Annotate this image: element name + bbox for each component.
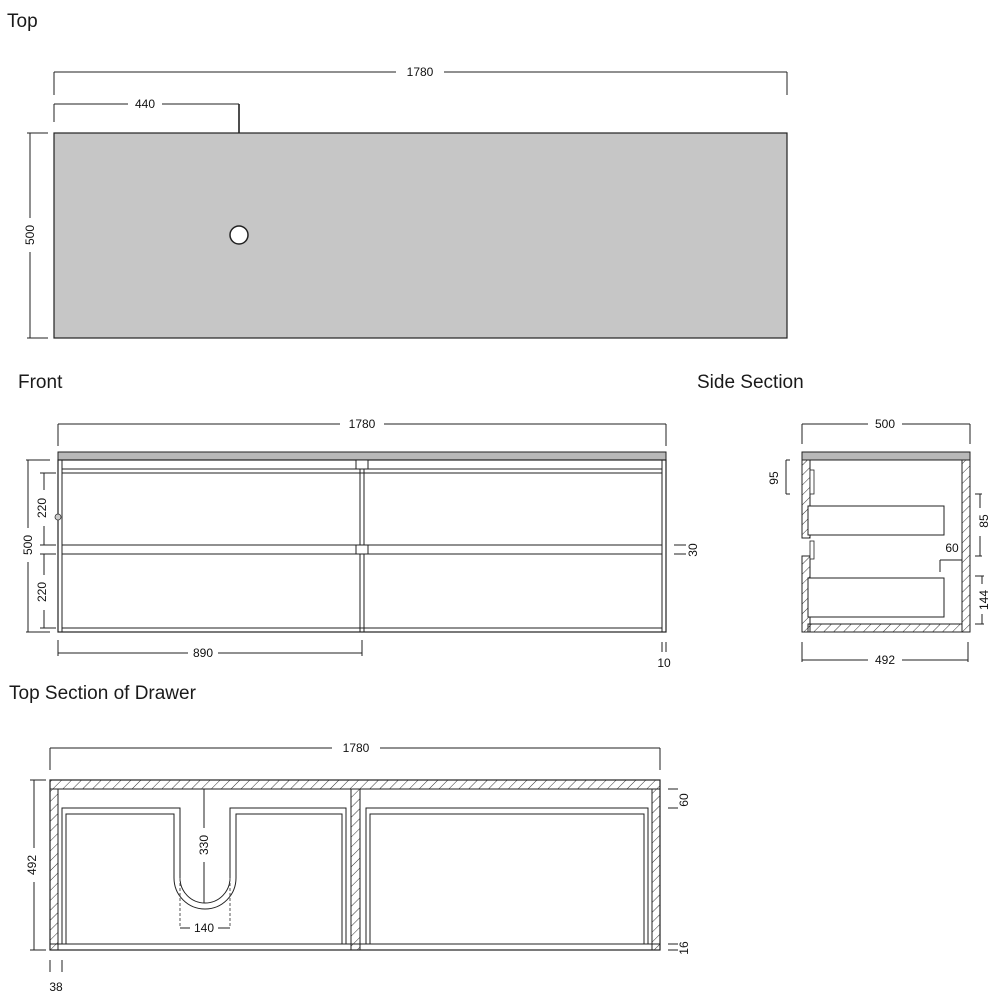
side-depth-dimension: 500 [801, 417, 971, 444]
side-countertop [801, 451, 971, 461]
side-upper-drawer [807, 505, 945, 536]
side-lower-height-label: 144 [977, 590, 991, 610]
front-half-width-label: 890 [193, 646, 213, 660]
front-hinge-marker [54, 513, 62, 521]
drawer-front-label: 16 [677, 941, 691, 955]
top-depth-label: 500 [23, 225, 37, 245]
front-side-label: 10 [657, 656, 671, 670]
front-lower-clip [355, 544, 369, 555]
countertop-slab [53, 132, 788, 339]
drawer-side-dimension: 38 [49, 960, 63, 994]
front-width-label: 1780 [349, 417, 376, 431]
side-depth-label: 500 [875, 417, 895, 431]
side-inner-depth-dimension: 492 [801, 642, 969, 667]
top-depth-dimension: 500 [23, 132, 48, 339]
drawer-back-label: 60 [677, 793, 691, 807]
drawer-front-dimension: 16 [668, 941, 691, 955]
top-tap-offset-label: 440 [135, 97, 155, 111]
drawer-width-label: 1780 [343, 741, 370, 755]
front-upper-clip [355, 459, 369, 470]
front-lower-drawer-label: 220 [35, 582, 49, 602]
top-width-label: 1780 [407, 65, 434, 79]
side-top-rail-label: 95 [767, 471, 781, 485]
drawer-back-panel [49, 779, 661, 790]
front-gap-dimension: 30 [674, 543, 700, 557]
drawer-divider [350, 788, 361, 951]
front-half-width-dimension: 890 [57, 640, 363, 660]
front-view: Front 1780 500 [18, 372, 700, 670]
side-top-rail-dimension: 95 [767, 459, 790, 495]
top-width-dimension: 1780 [53, 65, 788, 95]
drawer-left-box [61, 807, 347, 945]
drawer-right-box [365, 807, 649, 945]
side-section-title: Side Section [697, 372, 804, 393]
drawer-section-view: Top Section of Drawer 1780 330 140 [9, 683, 691, 994]
drawer-cutout-depth-label: 330 [197, 835, 211, 855]
front-view-title: Front [18, 372, 63, 393]
side-lower-height-dimension: 144 [975, 575, 991, 625]
drawer-back-dimension: 60 [668, 788, 691, 809]
front-height-label: 500 [21, 535, 35, 555]
drawer-depth-dimension: 492 [25, 779, 46, 951]
side-bottom-panel [807, 623, 963, 633]
front-countertop [57, 451, 667, 461]
drawer-width-dimension: 1780 [49, 741, 661, 770]
side-drawer-gap-label: 85 [977, 514, 991, 528]
drawer-right-side [651, 788, 661, 951]
top-view: Top 1780 440 500 [7, 11, 788, 339]
drawer-depth-label: 492 [25, 855, 39, 875]
drawer-side-label: 38 [49, 980, 63, 994]
side-back-step-dimension: 60 [939, 541, 962, 572]
side-lower-drawer [807, 577, 945, 618]
drawer-cutout-width-label: 140 [194, 921, 214, 935]
front-side-dimension: 10 [657, 642, 671, 670]
drawer-left-side [49, 788, 59, 951]
front-gap-label: 30 [686, 543, 700, 557]
drawer-section-title: Top Section of Drawer [9, 683, 197, 704]
front-width-dimension: 1780 [57, 417, 667, 446]
side-back-step-label: 60 [945, 541, 959, 555]
front-upper-drawer-label: 220 [35, 498, 49, 518]
side-section-view: Side Section 500 95 [697, 372, 991, 667]
side-back-panel [961, 459, 971, 633]
side-drawer-gap-dimension: 85 [975, 493, 991, 557]
front-height-dimensions: 500 220 220 [21, 459, 56, 633]
tap-hole [229, 225, 249, 245]
side-inner-depth-label: 492 [875, 653, 895, 667]
top-view-title: Top [7, 11, 38, 32]
